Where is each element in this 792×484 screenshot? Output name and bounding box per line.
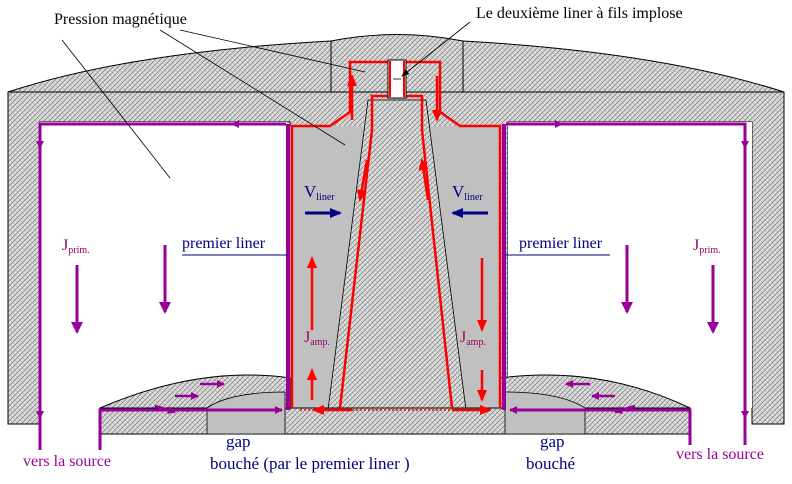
jamp-sub: amp. [466,337,486,348]
label-bouche-left: bouché (par le premier liner ) [210,454,410,473]
right-chamber [508,122,752,408]
label-premier-liner-right: premier liner [519,235,603,252]
jamp-sub: amp. [310,337,330,348]
jprim-main: J [693,237,700,254]
label-j-prim-right: Jprim. [693,238,721,256]
v-main: V [452,182,465,201]
leader-line [401,21,471,77]
label-gap-left: gap [226,432,251,451]
label-bouche-right: bouché [526,454,576,473]
gap-right [504,391,586,435]
v-main: V [304,182,317,201]
leader-line [61,39,171,179]
label-j-amp-left: Jamp. [304,330,330,348]
jprim-sub: prim. [699,245,721,256]
jamp-main: J [304,329,311,346]
red-arrow [356,159,369,202]
jprim-main: J [62,237,69,254]
gap-left [206,391,286,435]
text-backing [655,445,792,479]
current-path-left [98,406,283,450]
label-j-amp-right: Jamp. [460,330,486,348]
v-sub: liner [316,192,335,203]
label-gap-right: gap [540,432,565,451]
leader-line [159,29,346,146]
current-path-right [509,406,692,450]
label-vers-la-source-left: vers la source [23,453,111,470]
leader-line [179,29,366,73]
label-v-liner-right: Vliner [452,183,483,203]
outer-electrode [7,40,785,93]
red-arrow [418,158,430,201]
small-current-arrow [154,404,176,414]
liner-contour-inner-right [406,94,454,409]
label-deuxieme-liner: Le deuxième liner à fils implose [476,5,683,22]
bottom-plate [99,407,691,435]
small-current-arrow [614,404,636,414]
label-v-liner-left: Vliner [304,183,335,203]
liner-contour-inner-left [338,94,388,409]
label-vers-la-source-right: vers la source [676,446,764,463]
liner-contour-left [290,60,390,408]
label-premier-liner-left: premier liner [182,235,266,252]
v-sub: liner [464,192,483,203]
current-path-left-top [38,122,286,450]
jprim-sub: prim. [68,245,90,256]
label-pression-magnetique: Pression magnétique [54,11,187,28]
jamp-main: J [460,329,467,346]
label-j-prim-left: Jprim. [62,238,90,256]
liner-contour-right [403,60,502,408]
current-path-right-top [506,122,747,450]
